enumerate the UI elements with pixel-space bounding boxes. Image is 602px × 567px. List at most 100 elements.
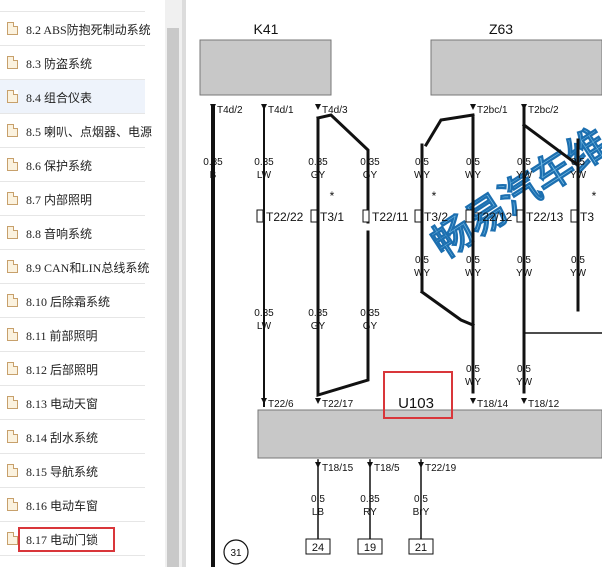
wire-gauge-label: 0.5 (517, 255, 531, 266)
wire-color-label: LW (257, 170, 272, 181)
sidebar-item[interactable]: 8.10 后除霜系统 (0, 284, 145, 318)
wire-gauge-label: 0.5 (517, 157, 531, 168)
sidebar-item-label: 8.11 前部照明 (26, 329, 98, 343)
document-icon (7, 430, 18, 443)
pin-label: T18/15 (322, 463, 354, 474)
wire-gauge-label: 0.5 (571, 255, 585, 266)
pin-arrow (261, 104, 267, 110)
scrollbar-thumb[interactable] (167, 28, 179, 567)
sidebar-item[interactable]: 8.8 音响系统 (0, 216, 145, 250)
inline-connector (516, 209, 524, 223)
wire-z63-wy-cross (419, 289, 475, 327)
pin-arrow (470, 398, 476, 404)
pin-arrow (210, 104, 216, 110)
wire-color-label: YW (516, 268, 533, 279)
ground-symbol (223, 539, 249, 565)
pin-arrow (470, 104, 476, 110)
wire-gauge-label: 0.5 (517, 364, 531, 375)
component-k41-box[interactable] (199, 39, 332, 96)
wire-k41-gy-b (316, 113, 370, 224)
pin-label: T18/5 (374, 463, 400, 474)
sidebar-item[interactable]: 8.15 导航系统 (0, 454, 145, 488)
wire-color-label: B (210, 170, 217, 181)
sidebar-item[interactable]: 8.14 刮水系统 (0, 420, 145, 454)
pin-label: T22/6 (268, 399, 294, 410)
inline-connector (256, 209, 264, 223)
document-icon (7, 532, 18, 545)
inline-connector (362, 209, 370, 223)
module-u103-label: U103 (398, 395, 434, 412)
pin-arrow (261, 398, 267, 404)
wire-color-label: YW (516, 170, 533, 181)
sidebar-item[interactable]: 8.5 喇叭、点烟器、电源 (0, 114, 152, 148)
document-icon (7, 124, 18, 137)
connector-label: T22/12 (475, 210, 513, 224)
wire-gauge-label: 0.5 (466, 364, 480, 375)
sidebar-item[interactable]: 8.6 保护系统 (0, 148, 145, 182)
sidebar-item[interactable]: 8.9 CAN和LIN总线系统 (0, 250, 149, 284)
wire-z63-yw-cross (521, 122, 581, 168)
document-icon (7, 498, 18, 511)
wire-gauge-label: 0.5 (466, 157, 480, 168)
wire-color-label: LW (257, 321, 272, 332)
asterisk-mark: * (330, 189, 335, 203)
document-icon (7, 260, 18, 273)
sidebar-item[interactable]: 8.4 组合仪表 (0, 80, 145, 114)
sidebar-item-label: 8.14 刮水系统 (26, 431, 99, 445)
wire-gauge-label: 0.35 (254, 308, 274, 319)
document-icon (7, 328, 18, 341)
connector-label: T22/13 (526, 210, 564, 224)
document-icon (7, 158, 18, 171)
sidebar-item-label: 8.13 电动天窗 (26, 397, 99, 411)
pin-label: T4d/1 (268, 105, 294, 116)
wire-z63-top-bend (423, 113, 475, 148)
pin-arrow (315, 462, 321, 468)
sidebar-scrollbar[interactable] (165, 0, 182, 567)
connector-label: T3/2 (424, 210, 448, 224)
sidebar-item[interactable]: 8.3 防盗系统 (0, 46, 145, 80)
pane-divider[interactable] (182, 0, 186, 567)
wire-color-label: WY (414, 170, 430, 181)
connector-label: T3 (580, 210, 594, 224)
sidebar-item[interactable]: 8.13 电动天窗 (0, 386, 145, 420)
document-icon (7, 90, 18, 103)
inline-connector (465, 209, 473, 223)
terminal-label: 21 (415, 542, 427, 554)
inline-connector (570, 209, 578, 223)
sidebar-item[interactable]: 8.17 电动门锁 (0, 522, 145, 556)
document-icon (7, 226, 18, 239)
terminal-label: 24 (312, 542, 324, 554)
sidebar-item[interactable]: 8.7 内部照明 (0, 182, 145, 216)
document-icon (7, 56, 18, 69)
wire-gauge-label: 0.5 (571, 157, 585, 168)
wire-color-label: WY (465, 268, 481, 279)
document-icon (7, 464, 18, 477)
sidebar-item-label: 8.12 后部照明 (26, 363, 99, 377)
sidebar-item-label: 8.8 音响系统 (26, 227, 93, 241)
sidebar-item[interactable]: 8.11 前部照明 (0, 318, 145, 352)
asterisk-mark: * (432, 189, 437, 203)
pin-label: T18/12 (528, 399, 560, 410)
pin-label: T4d/3 (322, 105, 348, 116)
sidebar-item[interactable]: 8.2 ABS防抱死制动系统 (0, 12, 151, 46)
connector-label: T22/11 (372, 210, 409, 224)
sidebar-item-partial[interactable] (0, 0, 145, 12)
wire-color-label: RY (363, 507, 377, 518)
sidebar-item[interactable]: 8.12 后部照明 (0, 352, 145, 386)
sidebar-item-label: 8.9 CAN和LIN总线系统 (26, 261, 150, 275)
component-z63-box[interactable] (430, 39, 602, 96)
wire-color-label: GY (363, 321, 378, 332)
wire-color-label: YW (516, 377, 533, 388)
wire-gauge-label: 0.35 (308, 157, 328, 168)
wire-color-label: WY (465, 377, 481, 388)
wire-color-label: YW (570, 170, 587, 181)
wire-gauge-label: 0.5 (466, 255, 480, 266)
sidebar-item[interactable]: 8.16 电动车窗 (0, 488, 145, 522)
wire-color-label: GY (363, 170, 378, 181)
document-icon (7, 22, 18, 35)
wire-color-label: LB (312, 507, 325, 518)
sidebar-item-label: 8.5 喇叭、点烟器、电源 (26, 125, 153, 139)
sidebar-item-label: 8.17 电动门锁 (26, 533, 99, 547)
